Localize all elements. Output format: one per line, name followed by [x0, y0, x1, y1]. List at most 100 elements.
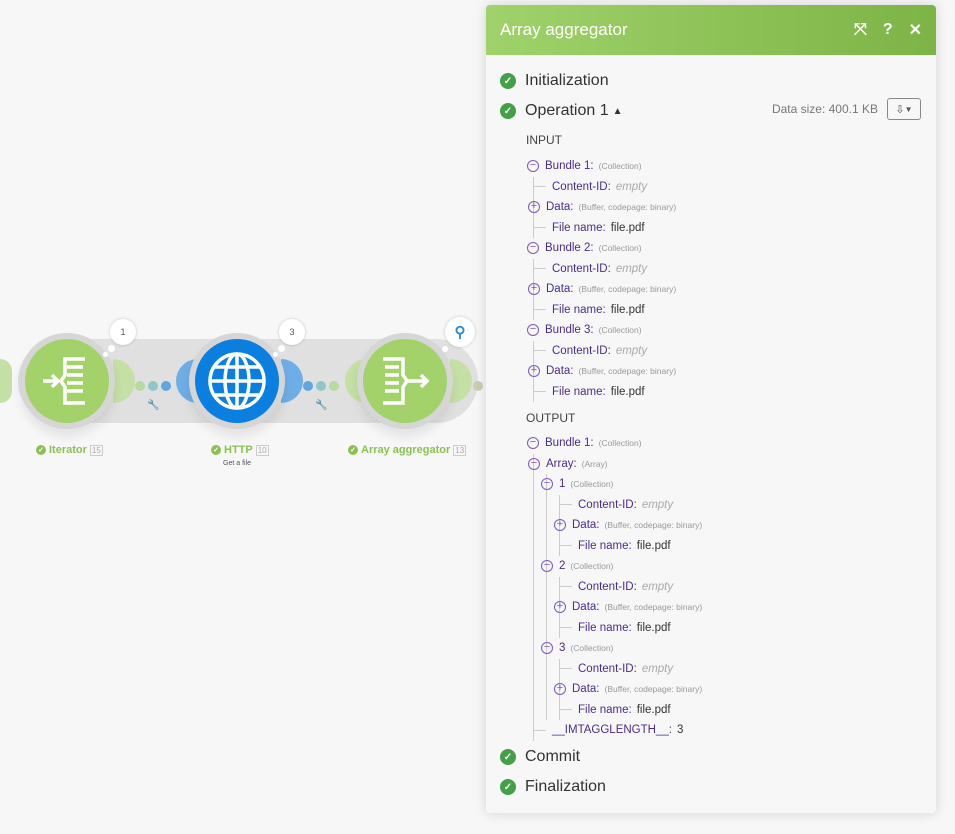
operations-count-bubble[interactable]: 1 [110, 319, 136, 345]
collapse-icon[interactable]: − [528, 457, 540, 470]
check-circle-icon: ✓ [500, 749, 516, 765]
expand-icon[interactable]: ⤧ [854, 21, 867, 38]
tree-type: (Buffer, codepage: binary) [578, 366, 677, 377]
expand-icon[interactable]: + [528, 201, 540, 214]
http-module[interactable] [189, 333, 285, 429]
tree-key: Bundle 1: [545, 160, 594, 173]
tree-row[interactable]: −Array:(Array) [528, 454, 702, 475]
tree-row[interactable]: −3(Collection) [541, 638, 702, 659]
globe-icon [195, 339, 279, 423]
collapse-icon[interactable]: − [527, 160, 539, 173]
inspect-output-button[interactable]: ⚲ [445, 317, 475, 347]
step-label: Finalization [525, 778, 606, 795]
collapse-icon[interactable]: − [541, 560, 553, 573]
caret-down-icon: ▼ [904, 104, 913, 114]
help-icon[interactable]: ? [882, 21, 893, 38]
tree-row[interactable]: −Bundle 3:(Collection) [527, 320, 676, 341]
tree-row[interactable]: −Bundle 1:(Collection) [527, 156, 676, 177]
tree-row[interactable]: +Data:(Buffer, codepage: binary) [554, 515, 702, 536]
tree-row[interactable]: +Data:(Buffer, codepage: binary) [554, 679, 702, 700]
flow-dot [329, 381, 339, 391]
tree-key: __IMTAGGLENGTH__: [552, 724, 672, 737]
panel-header: Array aggregator ⤧ ? ✕ [486, 5, 936, 55]
tree-value: 3 [676, 724, 684, 737]
connector [0, 359, 12, 403]
bubble-tail [103, 352, 108, 357]
tree-key: Content-ID: [552, 180, 611, 193]
tree-row[interactable]: −2(Collection) [541, 556, 702, 577]
connector [281, 359, 303, 403]
tree-row: Content-ID:empty [534, 177, 676, 198]
tree-row: __IMTAGGLENGTH__: 3 [534, 720, 702, 741]
collapse-icon[interactable]: − [527, 437, 539, 450]
tree-type: (Collection) [570, 643, 614, 654]
tree-children: Content-ID:empty+Data:(Buffer, codepage:… [528, 340, 676, 403]
check-circle-icon: ✓ [500, 779, 516, 795]
expand-icon[interactable]: + [554, 683, 566, 696]
tree-empty-value: empty [641, 662, 674, 675]
tree-row: File name:file.pdf [534, 382, 676, 403]
collapse-icon[interactable]: − [541, 478, 553, 491]
module-id: 15 [89, 444, 103, 456]
tree-row: File name:file.pdf [560, 536, 702, 557]
close-icon[interactable]: ✕ [908, 22, 922, 39]
flow-dot [316, 381, 326, 391]
iterator-module[interactable] [19, 333, 115, 429]
tree-row[interactable]: −Bundle 1:(Collection) [527, 433, 702, 454]
flow-dot [473, 381, 483, 391]
collapse-icon[interactable]: − [527, 242, 539, 255]
expand-icon[interactable]: + [554, 601, 566, 614]
tree-row[interactable]: +Data:(Buffer, codepage: binary) [528, 361, 676, 382]
expand-icon[interactable]: + [528, 283, 540, 296]
expand-icon[interactable]: + [528, 365, 540, 378]
module-name: Array aggregator [361, 444, 451, 456]
tree-row[interactable]: −1(Collection) [541, 474, 702, 495]
execution-inspector-panel: Array aggregator ⤧ ? ✕ ✓Initialization ✓… [486, 5, 936, 813]
tree-row[interactable]: +Data:(Buffer, codepage: binary) [554, 597, 702, 618]
output-tree: −Bundle 1:(Collection)−Array:(Array)−1(C… [527, 433, 702, 741]
tree-key: Content-ID: [552, 262, 611, 275]
iterator-icon [25, 339, 109, 423]
step-initialization[interactable]: ✓Initialization [500, 72, 609, 90]
tree-key: File name: [552, 303, 606, 316]
wrench-icon[interactable]: 🔧 [315, 400, 328, 411]
tree-key: Content-ID: [578, 498, 637, 511]
collapse-icon[interactable]: − [541, 642, 553, 655]
step-label: Initialization [525, 72, 609, 89]
check-circle-icon: ✓ [500, 103, 516, 119]
tree-children: −1(Collection)Content-ID:empty+Data:(Buf… [541, 474, 702, 721]
tree-row: Content-ID:empty [534, 259, 676, 280]
connector [450, 359, 472, 403]
download-button[interactable]: ⇩▼ [887, 98, 921, 120]
check-icon: ✓ [211, 445, 221, 455]
step-finalization[interactable]: ✓ Finalization [500, 778, 606, 796]
module-name: Iterator [49, 444, 87, 456]
tree-type: (Collection) [598, 243, 642, 254]
collapse-icon[interactable]: − [527, 324, 539, 337]
operations-count-bubble[interactable]: 3 [279, 319, 305, 345]
array-aggregator-module[interactable] [357, 333, 453, 429]
tree-row: File name:file.pdf [560, 618, 702, 639]
bubble-tail [442, 346, 448, 352]
tree-row[interactable]: −Bundle 2:(Collection) [527, 238, 676, 259]
flow-dot [148, 381, 158, 391]
tree-row: File name:file.pdf [560, 700, 702, 721]
tree-key: File name: [552, 221, 606, 234]
tree-key: Data: [546, 283, 574, 296]
tree-row: File name:file.pdf [534, 218, 676, 239]
tree-key: Data: [572, 683, 600, 696]
expand-icon[interactable]: + [554, 519, 566, 532]
tree-children: −Array:(Array)−1(Collection)Content-ID:e… [528, 453, 702, 741]
step-operation-1[interactable]: ✓Operation 1▲ [500, 102, 623, 120]
tree-key: Array: [546, 457, 577, 470]
module-id: 13 [453, 444, 467, 456]
tree-row: Content-ID:empty [560, 495, 702, 516]
tree-row[interactable]: +Data:(Buffer, codepage: binary) [528, 197, 676, 218]
wrench-icon[interactable]: 🔧 [147, 400, 160, 411]
tree-row[interactable]: +Data:(Buffer, codepage: binary) [528, 279, 676, 300]
tree-key: 2 [559, 560, 566, 573]
tree-type: (Buffer, codepage: binary) [604, 602, 703, 613]
step-commit[interactable]: ✓Commit [500, 748, 580, 766]
